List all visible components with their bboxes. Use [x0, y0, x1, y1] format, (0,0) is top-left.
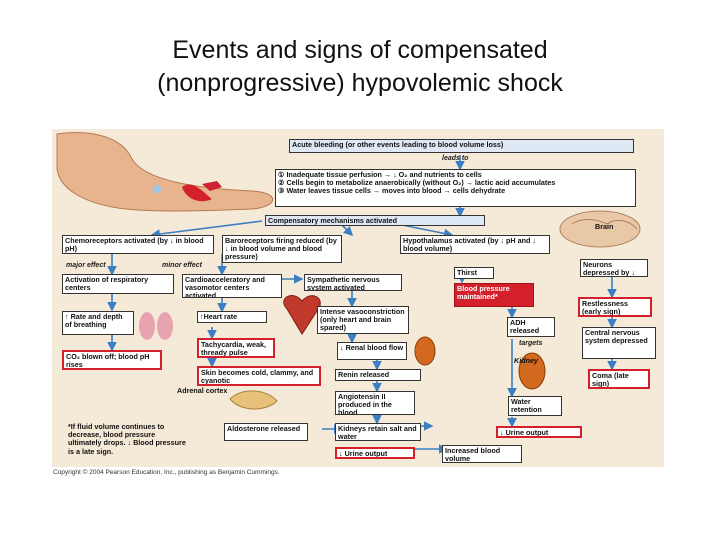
heart-rate-box: ↑Heart rate: [197, 311, 267, 323]
cardioacceleratory-box: Cardioacceleratory and vasomotor centers…: [182, 274, 282, 298]
major-effect-label: major effect: [66, 262, 106, 269]
brain-illustration: [559, 210, 641, 248]
minor-effect-label: minor effect: [162, 262, 202, 269]
renal-flow-box: ↓ Renal blood flow: [337, 342, 407, 360]
heart-illustration: [283, 295, 321, 335]
rate-depth-box: ↑ Rate and depth of breathing: [62, 311, 134, 335]
renin-box: Renin released: [335, 369, 421, 381]
footnote-text: *If fluid volume continues to decrease, …: [68, 422, 186, 456]
targets-label: targets: [519, 340, 543, 347]
hypothalamus-box: Hypothalamus activated (by ↓ pH and ↓ bl…: [400, 235, 550, 254]
co2-box: CO₂ blown off; blood pH rises: [62, 350, 162, 370]
kidney-illustration: [414, 336, 546, 390]
aldosterone-box: Aldosterone released: [224, 423, 308, 441]
page-title: Events and signs of compensated (nonprog…: [0, 34, 720, 100]
adrenal-label: Adrenal cortex: [177, 386, 228, 395]
angiotensin-box: Angiotensin II produced in the blood: [335, 391, 415, 415]
kidney-label: Kidney: [514, 356, 538, 365]
foot-illustration: [56, 132, 274, 212]
copyright-text: Copyright © 2004 Pearson Education, Inc.…: [53, 469, 280, 476]
events-box: ① Inadequate tissue perfusion → ↓ O₂ and…: [275, 169, 636, 207]
respiratory-centers-box: Activation of respiratory centers: [62, 274, 174, 294]
chemoreceptors-box: Chemoreceptors activated (by ↓ in blood …: [62, 235, 214, 254]
adh-box: ADH released: [507, 317, 555, 337]
vasoconstriction-box: Intense vasoconstriction (only heart and…: [317, 306, 409, 334]
title-line-1: Events and signs of compensated: [172, 36, 548, 64]
adrenal-illustration: [229, 390, 278, 410]
bp-maintained-box: Blood pressure maintained*: [454, 283, 534, 307]
coma-box: Coma (late sign): [588, 369, 650, 389]
urine-output-box-1: ↓ Urine output: [496, 426, 582, 438]
baroreceptors-box: Baroreceptors firing reduced (by ↓ in bl…: [222, 235, 342, 263]
brain-label: Brain: [595, 222, 614, 231]
acute-bleeding-box: Acute bleeding (or other events leading …: [289, 139, 634, 153]
sympathetic-box: Sympathetic nervous system activated: [304, 274, 402, 291]
water-retention-box: Water retention: [508, 396, 562, 416]
tachycardia-box: Tachycardia, weak, thready pulse: [197, 338, 275, 358]
compensatory-box: Compensatory mechanisms activated: [265, 215, 485, 226]
shock-diagram: Acute bleeding (or other events leading …: [52, 129, 664, 467]
thirst-box: Thirst: [454, 267, 494, 279]
skin-box: Skin becomes cold, clammy, and cyanotic: [197, 366, 321, 386]
restlessness-box: Restlessness (early sign): [578, 297, 652, 317]
lungs-illustration: [139, 312, 173, 340]
leads-to-label: leads to: [442, 155, 469, 162]
title-line-2: (nonprogressive) hypovolemic shock: [157, 69, 563, 97]
cns-depressed-box: Central nervous system depressed: [582, 327, 656, 359]
neurons-box: Neurons depressed by ↓ pH: [580, 259, 648, 277]
event-2: ② Cells begin to metabolize anaerobicall…: [278, 178, 556, 188]
event-1: ① Inadequate tissue perfusion → ↓ O₂ and…: [278, 170, 482, 179]
increased-volume-box: Increased blood volume: [442, 445, 522, 463]
kidneys-retain-box: Kidneys retain salt and water: [335, 423, 421, 441]
urine-output-box-2: ↓ Urine output: [335, 447, 415, 459]
diagram-artwork: [56, 132, 641, 454]
event-3: ③ Water leaves tissue cells → moves into…: [278, 186, 506, 196]
